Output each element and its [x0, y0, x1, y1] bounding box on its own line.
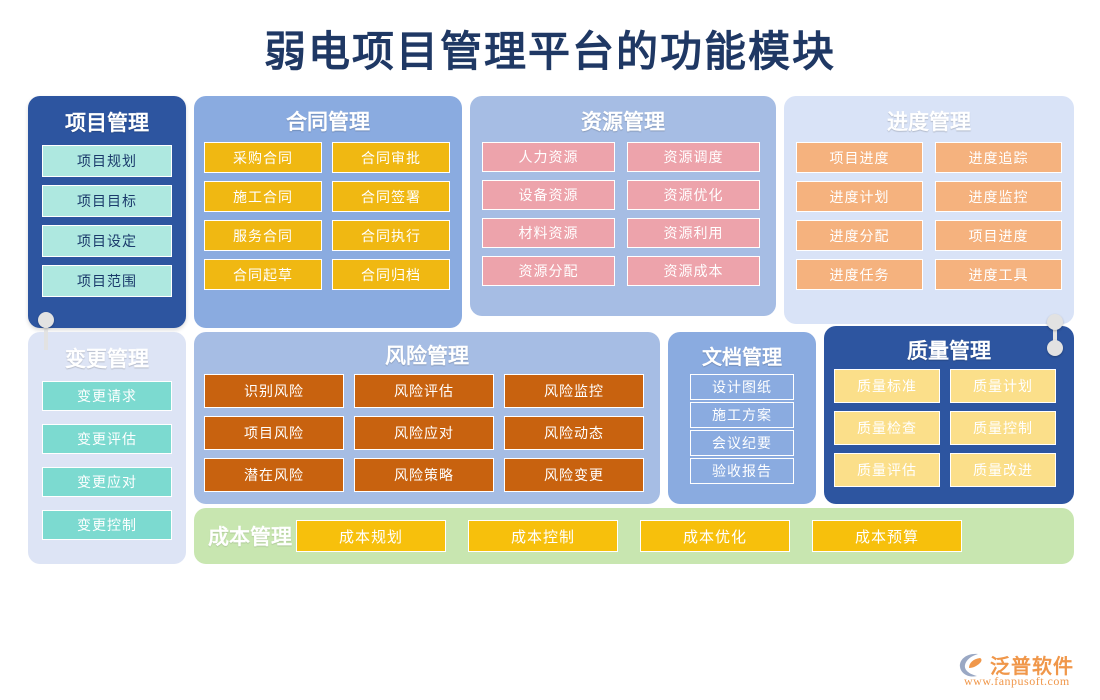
module-item[interactable]: 识别风险	[204, 374, 344, 408]
module-item[interactable]: 项目目标	[42, 185, 172, 217]
module-item[interactable]: 风险动态	[504, 416, 644, 450]
connector-dot	[1047, 340, 1063, 356]
module-item[interactable]: 资源分配	[482, 256, 615, 286]
module-item[interactable]: 进度工具	[935, 259, 1062, 290]
module-item[interactable]: 设备资源	[482, 180, 615, 210]
module-item[interactable]: 项目进度	[935, 220, 1062, 251]
panel-title-risk-management: 风险管理	[385, 344, 469, 368]
module-item[interactable]: 合同审批	[332, 142, 450, 173]
module-item[interactable]: 质量计划	[950, 369, 1056, 403]
module-item[interactable]: 质量标准	[834, 369, 940, 403]
page-title: 弱电项目管理平台的功能模块	[263, 30, 836, 76]
module-item[interactable]: 材料资源	[482, 218, 615, 248]
module-item[interactable]: 质量评估	[834, 453, 940, 487]
module-item[interactable]: 风险评估	[354, 374, 494, 408]
module-item[interactable]: 质量控制	[950, 411, 1056, 445]
module-item[interactable]: 项目进度	[796, 142, 923, 173]
module-item[interactable]: 成本优化	[640, 520, 790, 552]
connector-stem	[1053, 322, 1057, 348]
module-item[interactable]: 合同签署	[332, 181, 450, 212]
panel-cost-management[interactable]: 成本管理 成本规划 成本控制 成本优化 成本预算	[194, 508, 1074, 564]
module-item[interactable]: 合同执行	[332, 220, 450, 251]
connector-dot	[38, 312, 54, 328]
module-item[interactable]: 成本控制	[468, 520, 618, 552]
module-item[interactable]: 风险策略	[354, 458, 494, 492]
logo-url: www.fanpusoft.com	[964, 674, 1070, 688]
panel-risk-management[interactable]: 风险管理 识别风险 风险评估 风险监控 项目风险 风险应对 风险动态 潜在风险 …	[194, 332, 660, 504]
module-item[interactable]: 施工方案	[690, 402, 794, 428]
module-item[interactable]: 进度监控	[935, 181, 1062, 212]
item-list-quality-management: 质量标准 质量计划 质量检查 质量控制 质量评估 质量改进	[824, 365, 1074, 487]
item-list-cost-management: 成本规划 成本控制 成本优化 成本预算	[292, 520, 1074, 552]
panel-title-document-management: 文档管理	[702, 347, 782, 369]
module-item[interactable]: 施工合同	[204, 181, 322, 212]
logo-brand-name: 泛普软件	[990, 656, 1074, 678]
module-item[interactable]: 变更应对	[42, 467, 172, 497]
brand-logo: 泛普软件 www.fanpusoft.com	[958, 650, 1088, 692]
module-item[interactable]: 潜在风险	[204, 458, 344, 492]
module-item[interactable]: 项目范围	[42, 265, 172, 297]
panel-document-management[interactable]: 文档管理 设计图纸 施工方案 会议纪要 验收报告	[668, 332, 816, 504]
panel-project-management[interactable]: 项目管理 项目规划 项目目标 项目设定 项目范围	[28, 96, 186, 328]
connector-stem	[44, 320, 48, 350]
module-item[interactable]: 项目风险	[204, 416, 344, 450]
connector-dot	[1047, 314, 1063, 330]
item-list-risk-management: 识别风险 风险评估 风险监控 项目风险 风险应对 风险动态 潜在风险 风险策略 …	[194, 370, 660, 492]
connector-pin-right	[1047, 314, 1065, 358]
module-item[interactable]: 资源成本	[627, 256, 760, 286]
module-item[interactable]: 风险监控	[504, 374, 644, 408]
module-item[interactable]: 质量改进	[950, 453, 1056, 487]
module-item[interactable]: 会议纪要	[690, 430, 794, 456]
module-item[interactable]: 资源调度	[627, 142, 760, 172]
panel-title-contract-management: 合同管理	[286, 110, 370, 134]
panel-quality-management[interactable]: 质量管理 质量标准 质量计划 质量检查 质量控制 质量评估 质量改进	[824, 326, 1074, 504]
module-item[interactable]: 进度任务	[796, 259, 923, 290]
module-item[interactable]: 成本预算	[812, 520, 962, 552]
panel-resource-management[interactable]: 资源管理 人力资源 资源调度 设备资源 资源优化 材料资源 资源利用 资源分配 …	[470, 96, 776, 316]
item-list-document-management: 设计图纸 施工方案 会议纪要 验收报告	[668, 370, 816, 484]
module-item[interactable]: 进度计划	[796, 181, 923, 212]
item-list-contract-management: 采购合同 合同审批 施工合同 合同签署 服务合同 合同执行 合同起草 合同归档	[194, 136, 462, 290]
module-item[interactable]: 资源利用	[627, 218, 760, 248]
panel-contract-management[interactable]: 合同管理 采购合同 合同审批 施工合同 合同签署 服务合同 合同执行 合同起草 …	[194, 96, 462, 328]
module-item[interactable]: 采购合同	[204, 142, 322, 173]
fanpu-logo-icon	[959, 653, 982, 677]
module-item[interactable]: 变更评估	[42, 424, 172, 454]
item-list-change-management: 变更请求 变更评估 变更应对 变更控制	[28, 373, 186, 540]
panel-change-management[interactable]: 变更管理 变更请求 变更评估 变更应对 变更控制	[28, 332, 186, 564]
module-item[interactable]: 风险应对	[354, 416, 494, 450]
panel-schedule-management[interactable]: 进度管理 项目进度 进度追踪 进度计划 进度监控 进度分配 项目进度 进度任务 …	[784, 96, 1074, 324]
module-item[interactable]: 风险变更	[504, 458, 644, 492]
module-item[interactable]: 资源优化	[627, 180, 760, 210]
module-item[interactable]: 质量检查	[834, 411, 940, 445]
module-item[interactable]: 人力资源	[482, 142, 615, 172]
item-list-project-management: 项目规划 项目目标 项目设定 项目范围	[28, 137, 186, 297]
connector-pin-left	[38, 312, 56, 354]
item-list-resource-management: 人力资源 资源调度 设备资源 资源优化 材料资源 资源利用 资源分配 资源成本	[470, 136, 776, 286]
panel-title-schedule-management: 进度管理	[887, 110, 971, 134]
module-item[interactable]: 变更请求	[42, 381, 172, 411]
module-item[interactable]: 进度分配	[796, 220, 923, 251]
panel-title-resource-management: 资源管理	[581, 110, 665, 134]
module-item[interactable]: 变更控制	[42, 510, 172, 540]
module-item[interactable]: 设计图纸	[690, 374, 794, 400]
module-item[interactable]: 合同归档	[332, 259, 450, 290]
module-item[interactable]: 验收报告	[690, 458, 794, 484]
panel-title-project-management: 项目管理	[65, 111, 149, 135]
module-item[interactable]: 成本规划	[296, 520, 446, 552]
module-item[interactable]: 项目设定	[42, 225, 172, 257]
module-item[interactable]: 进度追踪	[935, 142, 1062, 173]
item-list-schedule-management: 项目进度 进度追踪 进度计划 进度监控 进度分配 项目进度 进度任务 进度工具	[784, 136, 1074, 290]
module-item[interactable]: 合同起草	[204, 259, 322, 290]
panel-title-quality-management: 质量管理	[907, 339, 991, 363]
module-item[interactable]: 服务合同	[204, 220, 322, 251]
panel-title-change-management: 变更管理	[65, 347, 149, 371]
module-item[interactable]: 项目规划	[42, 145, 172, 177]
panel-title-cost-management: 成本管理	[208, 525, 292, 549]
